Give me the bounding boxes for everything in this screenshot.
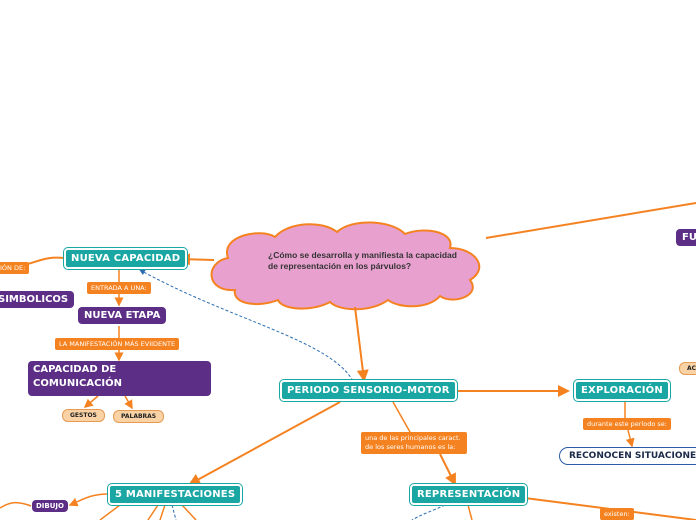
node-nueva-capacidad[interactable]: NUEVA CAPACIDAD [62, 247, 189, 270]
node-5-manifestaciones[interactable]: 5 MANIFESTACIONES [106, 483, 244, 506]
node-dibujo[interactable]: DIBUJO [32, 500, 68, 512]
pill-gestos[interactable]: GESTOS [62, 409, 105, 422]
label-durante-este-periodo[interactable]: durante este período se: [583, 418, 671, 430]
node-fu[interactable]: FU [676, 229, 696, 246]
node-reconocen-situaciones[interactable]: RECONOCEN SITUACIONE [559, 447, 696, 465]
central-cloud-shape [210, 221, 481, 311]
node-periodo-sensorio-motor[interactable]: PERIODO SENSORIO-MOTOR [279, 379, 458, 402]
node-exploracion[interactable]: EXPLORACIÓN [573, 379, 671, 402]
label-existen[interactable]: existen: [600, 508, 634, 520]
node-capacidad-de-comunicacion[interactable]: CAPACIDAD DE COMUNICACIÓN [28, 361, 211, 396]
pill-palabras[interactable]: PALABRAS [113, 410, 165, 423]
node-nueva-etapa[interactable]: NUEVA ETAPA [78, 307, 167, 324]
label-entrada-a-una[interactable]: ENTRADA A UNA: [87, 282, 151, 294]
label-ion-de[interactable]: IÓN DE: [0, 262, 30, 274]
pill-ac[interactable]: AC [679, 362, 696, 375]
node-simbolicos[interactable]: SIMBOLICOS [0, 291, 75, 308]
node-representacion[interactable]: REPRESENTACIÓN [408, 483, 529, 506]
label-una-de-las-principales[interactable]: una de las principales caract. de los se… [361, 432, 467, 454]
label-la-manifestacion[interactable]: LA MANIFESTACIÓN MÁS EVIIDENTE [55, 338, 180, 350]
central-question[interactable]: ¿Cómo se desarrolla y manifiesta la capa… [268, 250, 457, 271]
